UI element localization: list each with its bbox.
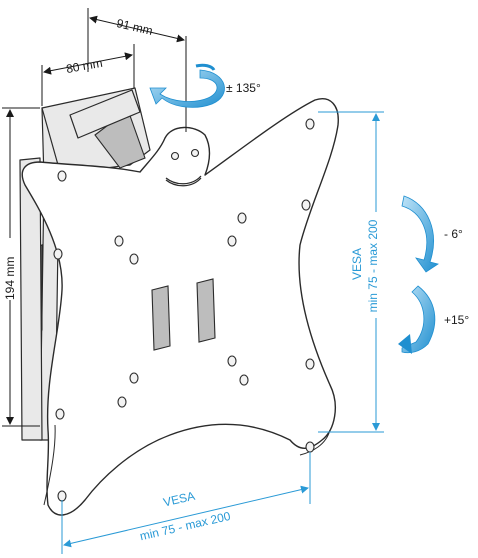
vesa-vertical-dimension: VESA min 75 - max 200 (318, 111, 386, 433)
hanger-tab (165, 148, 202, 187)
tilt-down-label: +15° (444, 313, 469, 327)
height-label: 194 mm (3, 257, 17, 300)
vesa-horizontal-line2: min 75 - max 200 (138, 509, 232, 544)
swivel-label: ± 135° (226, 81, 261, 95)
tilt-up-arrow-icon (401, 195, 439, 273)
depth-max-label: 91 mm (115, 16, 154, 38)
depth-min-label: 80 mm (65, 56, 104, 76)
tilt-up-label: - 6° (444, 227, 463, 241)
tilt-up-indicator: - 6° (401, 195, 463, 273)
swivel-arm (41, 87, 151, 173)
swivel-rotation-indicator: ± 135° (149, 63, 261, 108)
rail-slots (151, 278, 216, 351)
tilt-down-indicator: +15° (398, 285, 469, 354)
vesa-horizontal-line1: VESA (162, 489, 196, 510)
vesa-vertical-line1: VESA (350, 248, 364, 280)
mounting-holes (53, 118, 315, 502)
height-dimension: 194 mm (2, 107, 40, 427)
swivel-arrow-icon (149, 69, 225, 108)
vesa-plate (21, 98, 339, 516)
depth-min-dimension: 80 mm (41, 44, 135, 106)
vesa-vertical-line2: min 75 - max 200 (366, 219, 380, 312)
